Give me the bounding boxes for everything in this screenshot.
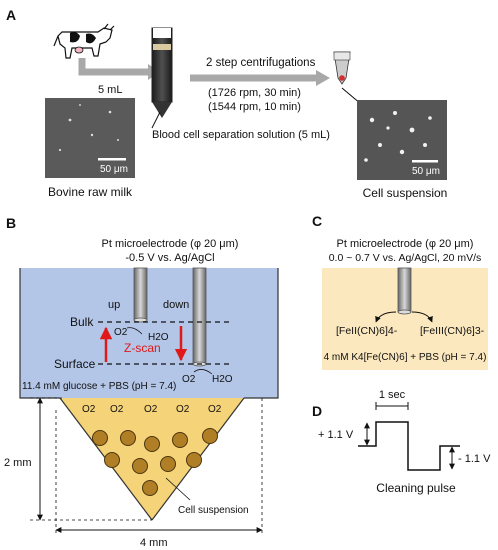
pulse-waveform <box>358 421 460 471</box>
time-label: 1 sec <box>379 389 406 401</box>
electrode-c <box>397 267 412 315</box>
panel-d-label: D <box>312 403 322 419</box>
vessel-wall-right <box>244 268 279 399</box>
step-title: 2 step centrifugations <box>206 57 316 69</box>
fe-left: [FeII(CN)6]4- <box>336 325 398 337</box>
cell-suspension-micrograph <box>357 100 447 180</box>
cow-icon <box>53 23 115 59</box>
cell <box>104 452 120 468</box>
potential-b: -0.5 V vs. Ag/AgCl <box>125 252 214 264</box>
cell-suspension-label-b: Cell suspension <box>178 505 249 516</box>
o2-release-4: O2 <box>176 404 190 415</box>
bulk-label: Bulk <box>70 315 94 329</box>
o2-release-5: O2 <box>208 404 222 415</box>
scale-left: 50 μm <box>100 164 128 175</box>
h2o-up: H2O <box>148 332 169 343</box>
cell <box>160 456 176 472</box>
cell <box>144 436 160 452</box>
electrode-up <box>133 267 148 323</box>
panel-c-label: C <box>312 213 322 229</box>
o2-release-1: O2 <box>82 404 96 415</box>
separation-tube-icon <box>151 27 173 129</box>
zscan-label: Z-scan <box>124 341 161 355</box>
cell <box>142 480 158 496</box>
panel-a-label: A <box>6 7 16 23</box>
plus-label: + 1.1 V <box>318 429 354 441</box>
h2o-down: H2O <box>212 374 233 385</box>
panel-b-label: B <box>6 215 16 231</box>
centrifuge-arrowhead <box>316 70 330 86</box>
solution-b: 11.4 mM glucose + PBS (pH = 7.4) <box>22 381 176 392</box>
electrode-down <box>192 267 207 367</box>
blue-bath <box>20 268 278 398</box>
panel-c: C Pt microelectrode (φ 20 μm) 0.0 ~ 0.7 … <box>312 213 488 370</box>
width-label: 4 mm <box>140 537 168 549</box>
panel-a: A 5 mL 50 μm Bovine raw milk <box>6 7 447 200</box>
caption-cell-suspension: Cell suspension <box>363 186 448 200</box>
redox-arrow-right <box>411 311 433 323</box>
conditions-c: 0.0 ~ 0.7 V vs. Ag/AgCl, 20 mV/s <box>329 252 482 264</box>
up-label: up <box>108 299 120 311</box>
raw-milk-micrograph <box>45 98 135 178</box>
surface-label: Surface <box>54 357 96 371</box>
solution-c: 4 mM K4[Fe(CN)6] + PBS (pH = 7.4) <box>324 352 487 363</box>
o2-release-3: O2 <box>144 404 158 415</box>
cell <box>172 432 188 448</box>
reaction-arrow-up <box>126 327 143 335</box>
panel-b: B Pt microelectrode (φ 20 μm) -0.5 V vs.… <box>4 215 279 549</box>
electrode-title-b: Pt microelectrode (φ 20 μm) <box>102 238 239 250</box>
cell <box>92 430 108 446</box>
panel-d: D 1 sec + 1.1 V - 1.1 V Cleaning pulse <box>312 389 491 495</box>
o2-release-labels: O2 O2 O2 O2 O2 <box>82 404 222 415</box>
scale-right: 50 μm <box>412 166 440 177</box>
o2-release-2: O2 <box>110 404 124 415</box>
cell <box>132 458 148 474</box>
cell-suspension-pointer <box>165 477 191 501</box>
cell <box>202 428 218 444</box>
step-1: (1726 rpm, 30 min) <box>208 87 301 99</box>
cleaning-pulse-label: Cleaning pulse <box>376 481 456 495</box>
transfer-arrow <box>78 58 160 80</box>
o2-up: O2 <box>114 327 128 338</box>
minus-label: - 1.1 V <box>458 453 491 465</box>
volume-label: 5 mL <box>98 84 122 96</box>
reaction-arrow-down <box>193 369 213 375</box>
cells <box>92 428 218 496</box>
o2-down: O2 <box>182 374 196 385</box>
electrode-title-c: Pt microelectrode (φ 20 μm) <box>337 238 474 250</box>
height-label: 2 mm <box>4 457 32 469</box>
caption-raw-milk: Bovine raw milk <box>48 185 133 199</box>
separation-solution-label: Blood cell separation solution (5 mL) <box>152 129 330 141</box>
down-label: down <box>163 299 189 311</box>
redox-arrow-left <box>375 311 397 323</box>
fe-right: [FeIII(CN)6]3- <box>420 325 485 337</box>
cell <box>186 452 202 468</box>
cell-cone <box>60 398 244 520</box>
vessel-wall-left <box>19 268 60 399</box>
cell <box>120 430 136 446</box>
step-2: (1544 rpm, 10 min) <box>208 101 301 113</box>
